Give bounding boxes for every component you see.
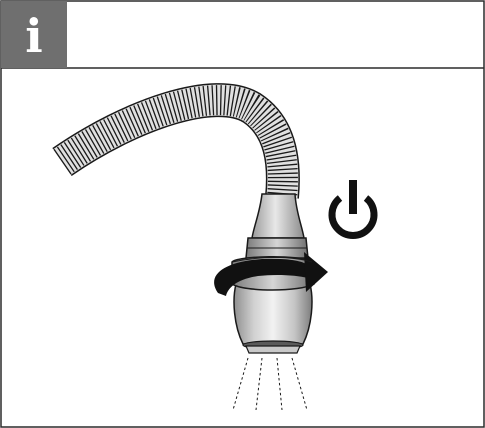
info-badge-background xyxy=(1,1,67,68)
nozzle-outlet xyxy=(245,345,301,354)
info-icon: i xyxy=(1,1,67,68)
nozzle-head xyxy=(233,283,313,345)
info-badge-glyph: i xyxy=(25,9,42,63)
hose xyxy=(52,83,300,199)
power-icon xyxy=(328,180,378,239)
rotate-arrow-icon xyxy=(214,252,328,296)
water-spray-icon xyxy=(232,357,308,411)
